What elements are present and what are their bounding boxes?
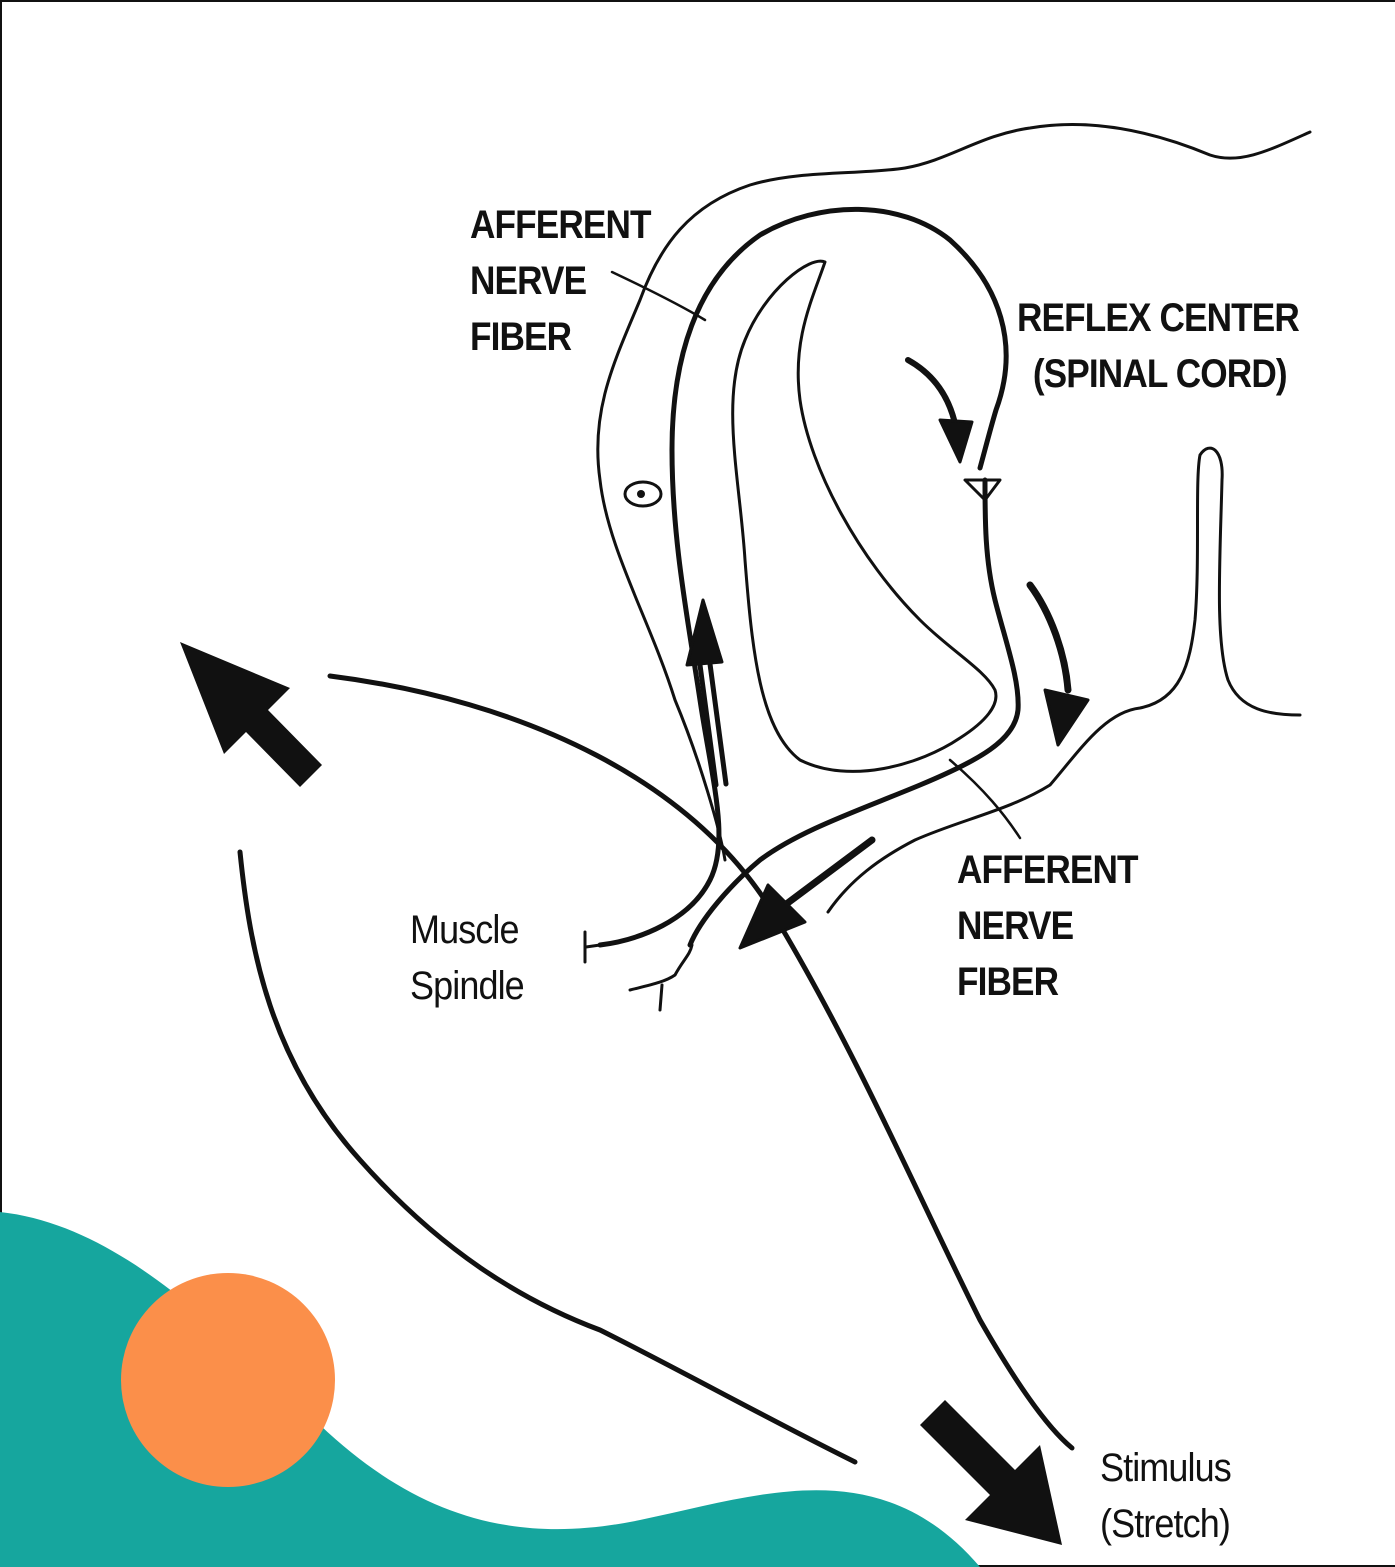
label-line: FIBER [470,309,651,365]
spindle-ending [585,932,600,962]
label-stimulus: Stimulus (Stretch) [1100,1440,1231,1552]
big-arrow-down-right-icon [920,1400,1062,1545]
diagonal-arrow-down-left-icon [785,840,872,905]
label-line: NERVE [957,898,1138,954]
label-muscle-spindle: Muscle Spindle [410,902,524,1014]
label-line: (Stretch) [1100,1496,1231,1552]
label-line: AFFERENT [957,842,1138,898]
spinal-cord-outline [598,124,1310,860]
label-reflex-center: REFLEX CENTER (SPINAL CORD) [1017,290,1299,402]
label-line: AFFERENT [470,197,651,253]
label-line: Stimulus [1100,1440,1231,1496]
label-line: NERVE [470,253,651,309]
orange-circle-decoration [121,1273,335,1487]
label-line: (SPINAL CORD) [1017,346,1299,402]
big-arrow-up-left-icon [180,642,322,787]
label-line: FIBER [957,954,1138,1010]
motor-neuron-body [965,480,1000,500]
curved-arrow-down-icon [908,360,956,428]
label-line: Spindle [410,958,524,1014]
label-afferent-nerve-fiber-bottom: AFFERENT NERVE FIBER [957,842,1138,1010]
leader-afferent-bottom [950,760,1020,838]
label-line: REFLEX CENTER [1017,290,1299,346]
curved-arrow-down-right-icon [1030,585,1068,690]
motor-ending [630,945,692,1010]
grey-matter-outline [733,261,996,771]
label-line: Muscle [410,902,524,958]
muscle-upper-curve [330,676,1072,1448]
label-afferent-nerve-fiber-top: AFFERENT NERVE FIBER [470,197,651,365]
